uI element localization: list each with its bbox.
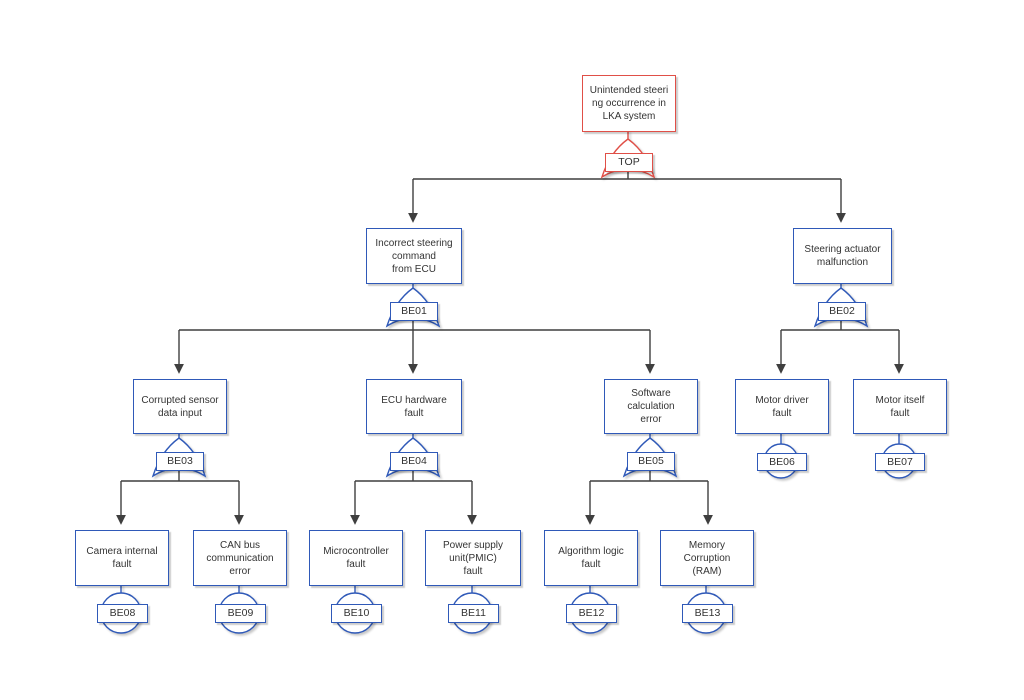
basic-event-tag-be13: BE13 xyxy=(682,604,733,623)
node-box-be08: Camera internal fault xyxy=(75,530,169,586)
node-box-be03: Corrupted sensor data input xyxy=(133,379,227,434)
event-label: Algorithm logic fault xyxy=(558,546,624,570)
event-label: Motor itself fault xyxy=(875,394,925,419)
event-label: Motor driver fault xyxy=(755,394,809,419)
basic-event-tag-be10: BE10 xyxy=(331,604,382,623)
gate-tag-be02: BE02 xyxy=(818,302,866,321)
node-box-be11: Power supply unit(PMIC) fault xyxy=(425,530,521,586)
gate-tag-be01: BE01 xyxy=(390,302,438,321)
event-label: Software calculation error xyxy=(627,388,675,425)
event-label: Microcontroller fault xyxy=(323,546,389,570)
basic-event-tag-be07: BE07 xyxy=(875,453,925,471)
node-box-be12: Algorithm logic fault xyxy=(544,530,638,586)
basic-event-tag-be08: BE08 xyxy=(97,604,148,623)
node-box-be07: Motor itself fault xyxy=(853,379,947,434)
gate-tag-be03: BE03 xyxy=(156,452,204,471)
node-box-be13: Memory Corruption (RAM) xyxy=(660,530,754,586)
node-box-be02: Steering actuator malfunction xyxy=(793,228,892,284)
event-label: Corrupted sensor data input xyxy=(141,394,219,419)
node-box-be01: Incorrect steering command from ECU xyxy=(366,228,462,284)
node-box-be05: Software calculation error xyxy=(604,379,698,434)
node-box-be10: Microcontroller fault xyxy=(309,530,403,586)
gate-tag-top: TOP xyxy=(605,153,653,172)
event-label: ECU hardware fault xyxy=(381,394,447,419)
gate-tag-be04: BE04 xyxy=(390,452,438,471)
event-label: Memory Corruption (RAM) xyxy=(683,539,731,577)
event-label: Camera internal fault xyxy=(86,546,158,570)
node-box-top: Unintended steeri ng occurrence in LKA s… xyxy=(582,75,676,132)
event-label: CAN bus communication error xyxy=(206,539,274,577)
gate-tag-be05: BE05 xyxy=(627,452,675,471)
event-label: Power supply unit(PMIC) fault xyxy=(442,539,504,577)
basic-event-tag-be12: BE12 xyxy=(566,604,617,623)
event-label: Unintended steeri ng occurrence in LKA s… xyxy=(589,85,669,122)
event-label: Steering actuator malfunction xyxy=(804,244,881,268)
basic-event-tag-be06: BE06 xyxy=(757,453,807,471)
event-label: Incorrect steering command from ECU xyxy=(375,237,453,275)
node-box-be06: Motor driver fault xyxy=(735,379,829,434)
node-box-be04: ECU hardware fault xyxy=(366,379,462,434)
basic-event-tag-be11: BE11 xyxy=(448,604,499,623)
node-box-be09: CAN bus communication error xyxy=(193,530,287,586)
tree-connectors xyxy=(116,169,904,525)
basic-event-tag-be09: BE09 xyxy=(215,604,266,623)
